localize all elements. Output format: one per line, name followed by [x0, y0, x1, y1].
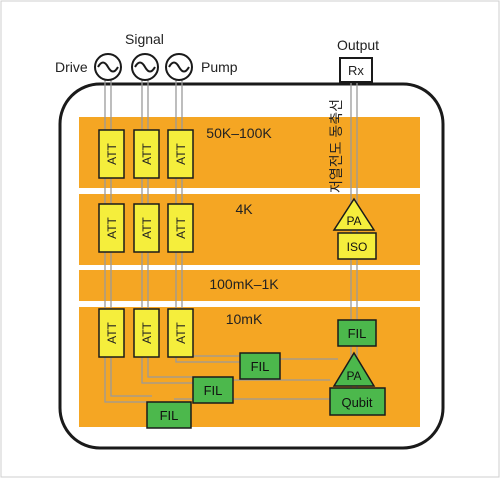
att-box: [98, 129, 125, 179]
att-box: [133, 308, 160, 358]
pa-amplifier-4k: [332, 197, 376, 231]
qubit-label: Qubit: [341, 395, 372, 410]
att-label: ATT: [140, 142, 154, 164]
att-label: ATT: [105, 321, 119, 343]
att-box: [98, 203, 125, 253]
stage-label-100mk-1k: 100mK–1K: [209, 276, 279, 292]
stage-band-100mk-1k: [79, 270, 420, 301]
pump-source-icon: [165, 53, 193, 81]
pump-label: Pump: [201, 59, 238, 75]
qubit-box: [329, 387, 386, 416]
att-label: ATT: [174, 216, 188, 238]
fil-label: FIL: [204, 383, 223, 398]
pa-amplifier-10mk: [332, 351, 376, 387]
att-row-4k: ATT ATT ATT: [98, 203, 194, 253]
att-row-50k: ATT ATT ATT: [98, 129, 194, 179]
stage-label-50k-100k: 50K–100K: [206, 125, 272, 141]
fil-label: FIL: [160, 408, 179, 423]
pa-label: PA: [346, 369, 361, 383]
iso-label: ISO: [347, 240, 368, 254]
att-label: ATT: [105, 142, 119, 164]
pa-label: PA: [346, 214, 361, 228]
drive-source-icon: [94, 53, 122, 81]
rx-label: Rx: [348, 63, 364, 78]
att-box: [98, 308, 125, 358]
att-box: [167, 308, 194, 358]
fil-box-drive: [146, 401, 192, 429]
signal-label: Signal: [125, 31, 164, 47]
fil-box-signal: [192, 376, 234, 404]
att-label: ATT: [140, 216, 154, 238]
att-box: [133, 129, 160, 179]
drive-label: Drive: [55, 59, 88, 75]
signal-source-icon: [131, 53, 159, 81]
stage-label-4k: 4K: [235, 201, 253, 217]
att-box: [133, 203, 160, 253]
stage-label-10mk: 10mK: [226, 311, 263, 327]
iso-box: [337, 232, 377, 260]
att-label: ATT: [140, 321, 154, 343]
att-box: [167, 129, 194, 179]
att-label: ATT: [174, 321, 188, 343]
att-row-10mk: ATT ATT ATT: [98, 308, 194, 358]
cable-label: 저열전도 동축선: [328, 99, 344, 193]
att-label: ATT: [105, 216, 119, 238]
att-box: [167, 203, 194, 253]
fil-box-output: [337, 319, 377, 347]
att-label: ATT: [174, 142, 188, 164]
fil-label: FIL: [348, 326, 367, 341]
fil-label: FIL: [251, 359, 270, 374]
fil-box-pump: [239, 352, 281, 380]
output-label: Output: [337, 37, 379, 53]
rx-box: [339, 57, 373, 83]
